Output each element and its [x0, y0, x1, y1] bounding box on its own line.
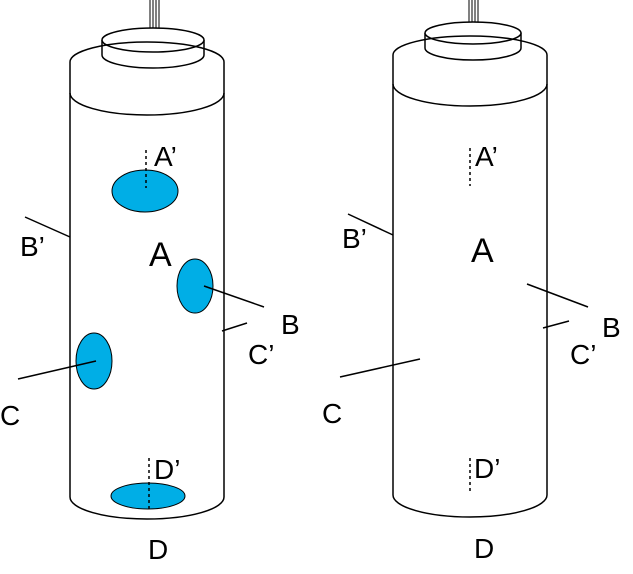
left-label-b: B [281, 309, 300, 340]
right-b-line [526, 283, 589, 308]
right-label-b-prime: B’ [342, 223, 367, 254]
right-c-line [339, 358, 421, 378]
left-body [69, 41, 225, 520]
right-label-a: A [471, 232, 494, 270]
left-label-a: A [149, 236, 172, 274]
left-b-prime-line [24, 216, 71, 238]
left-c-line [17, 360, 97, 380]
left-label-d: D [148, 534, 168, 565]
left-c-prime-line [221, 322, 248, 332]
left-cylinder [17, 0, 265, 520]
right-c-prime-line [542, 320, 570, 329]
right-cylinder [339, 0, 589, 518]
left-label-b-prime: B’ [20, 231, 45, 262]
spot-b [176, 258, 214, 314]
spot-d-prime [110, 482, 186, 510]
right-cap [424, 21, 522, 61]
spot-a-prime [111, 169, 179, 213]
left-b-line [203, 285, 265, 308]
right-label-b: B [602, 312, 621, 343]
left-label-d-prime: D’ [154, 454, 180, 485]
left-label-a-prime: A’ [154, 141, 177, 172]
right-label-d: D [474, 533, 494, 564]
left-label-c: C [0, 400, 20, 431]
right-label-a-prime: A’ [475, 141, 498, 172]
left-label-c-prime: C’ [248, 339, 274, 370]
left-cap [101, 27, 205, 69]
right-body [392, 35, 548, 518]
right-label-c-prime: C’ [570, 339, 596, 370]
right-b-prime-line [347, 213, 394, 236]
right-label-c: C [322, 398, 342, 429]
right-label-d-prime: D’ [474, 453, 500, 484]
